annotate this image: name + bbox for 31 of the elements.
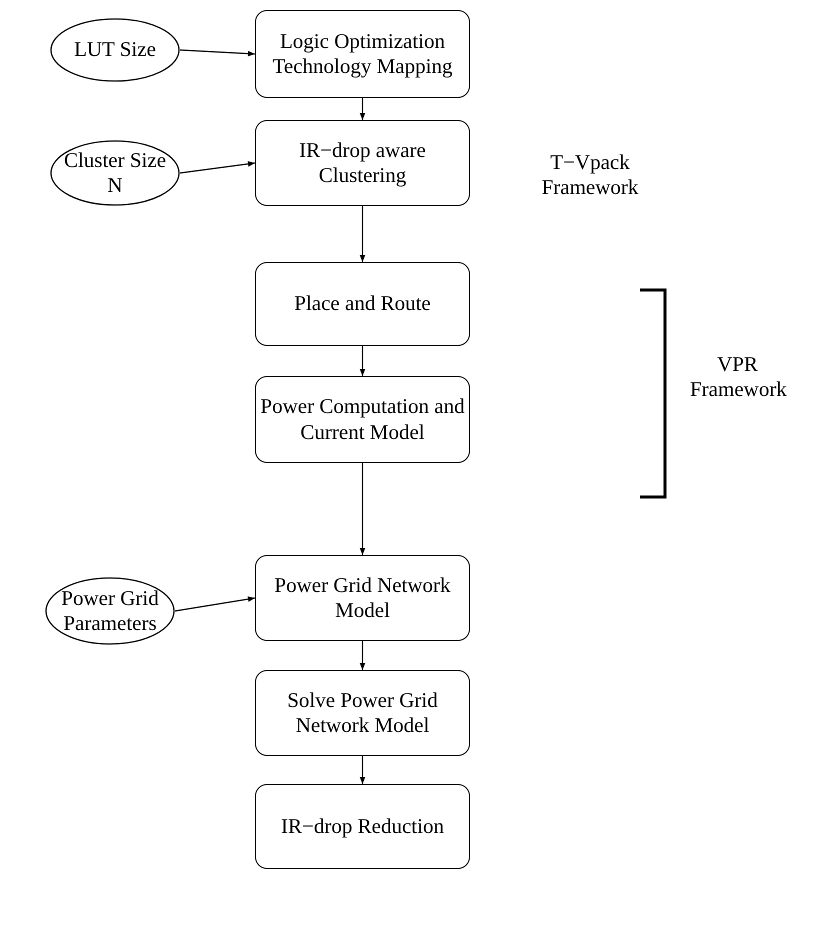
framework-label: T−Vpack Framework xyxy=(540,150,640,200)
arrow xyxy=(360,641,366,670)
process-box xyxy=(255,376,470,463)
node-text: Power Grid Network Model xyxy=(273,572,452,624)
arrow xyxy=(360,463,366,555)
process-box xyxy=(255,670,470,756)
input-ellipse xyxy=(45,577,175,645)
input-ellipse xyxy=(50,140,180,206)
input-ellipse xyxy=(50,18,180,82)
node-text: Power Computation and Current Model xyxy=(259,394,466,445)
arrow xyxy=(360,346,366,376)
process-box xyxy=(255,10,470,98)
arrow xyxy=(174,596,256,612)
arrow xyxy=(360,98,366,120)
node-text: Power Grid Parameters xyxy=(60,586,160,636)
process-box xyxy=(255,120,470,206)
node-text: IR−drop aware Clustering xyxy=(298,138,427,188)
arrow xyxy=(180,49,256,56)
node-text: LUT Size xyxy=(73,37,157,63)
arrow xyxy=(360,206,366,262)
framework-label: VPR Framework xyxy=(690,352,785,402)
node-text: IR−drop Reduction xyxy=(280,814,445,840)
node-text: Logic Optimization Technology Mapping xyxy=(272,28,454,80)
node-text: Solve Power Grid Network Model xyxy=(286,688,439,738)
process-box xyxy=(255,262,470,346)
arrow xyxy=(360,756,366,784)
process-box xyxy=(255,555,470,641)
arrow xyxy=(180,161,256,174)
node-text: Place and Route xyxy=(293,291,432,317)
node-text: Cluster Size N xyxy=(62,148,168,198)
process-box xyxy=(255,784,470,869)
